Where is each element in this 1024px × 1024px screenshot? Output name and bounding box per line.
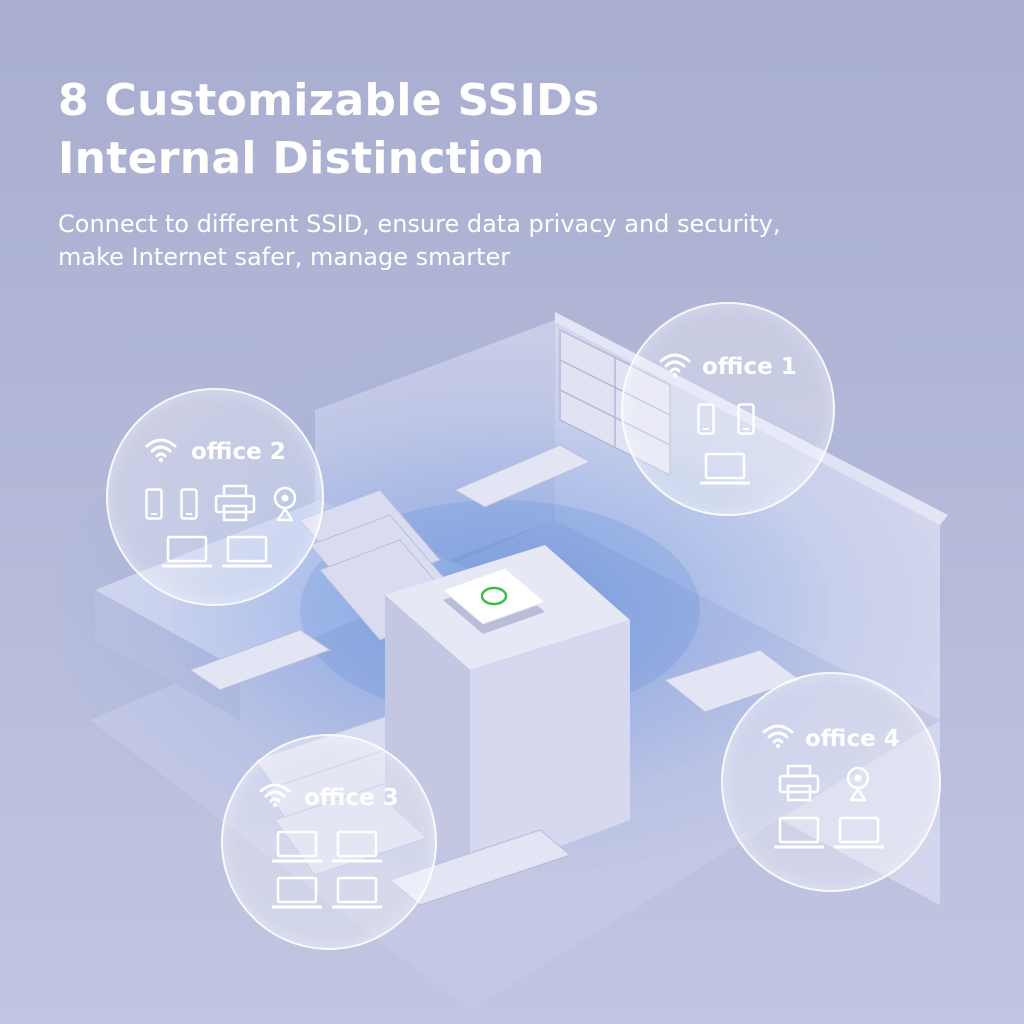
headline-line-2: Internal Distinction xyxy=(58,133,545,184)
webcam-icon xyxy=(273,486,297,522)
wifi-icon xyxy=(659,353,691,378)
subheadline-line-1: Connect to different SSID, ensure data p… xyxy=(58,210,781,238)
laptop-icon xyxy=(162,535,212,568)
laptop-icon xyxy=(272,876,322,909)
laptop-icon xyxy=(774,816,824,849)
wifi-icon xyxy=(145,438,177,463)
center-pillar-right xyxy=(470,620,630,880)
wifi-icon xyxy=(762,724,794,749)
phone-icon xyxy=(180,488,198,520)
phone-icon xyxy=(145,488,163,520)
ssid-zone-office-1 xyxy=(621,302,835,516)
laptop-icon xyxy=(332,876,382,909)
desks xyxy=(188,444,802,906)
printer-icon xyxy=(214,484,256,522)
ssid-zone-office-4 xyxy=(721,672,941,892)
ssid-label-office-3: office 3 xyxy=(304,785,399,811)
ssid-label-office-2: office 2 xyxy=(191,439,286,465)
phone-icon xyxy=(697,403,715,435)
headline-line-1: 8 Customizable SSIDs xyxy=(58,75,600,126)
access-point-device xyxy=(442,567,546,634)
printer-icon xyxy=(778,764,820,802)
webcam-icon xyxy=(846,766,870,802)
subheadline: Connect to different SSID, ensure data p… xyxy=(58,208,780,274)
headline: 8 Customizable SSIDs Internal Distinctio… xyxy=(58,72,599,188)
laptop-icon xyxy=(222,535,272,568)
ssid-label-office-4: office 4 xyxy=(805,726,900,752)
wifi-icon xyxy=(259,783,291,808)
laptop-icon xyxy=(834,816,884,849)
laptop-icon xyxy=(272,830,322,863)
phone-icon xyxy=(737,403,755,435)
ssid-label-office-1: office 1 xyxy=(702,354,797,380)
laptop-icon xyxy=(332,830,382,863)
subheadline-line-2: make Internet safer, manage smarter xyxy=(58,243,511,271)
laptop-icon xyxy=(700,452,750,485)
ssid-zone-office-3 xyxy=(221,734,437,950)
